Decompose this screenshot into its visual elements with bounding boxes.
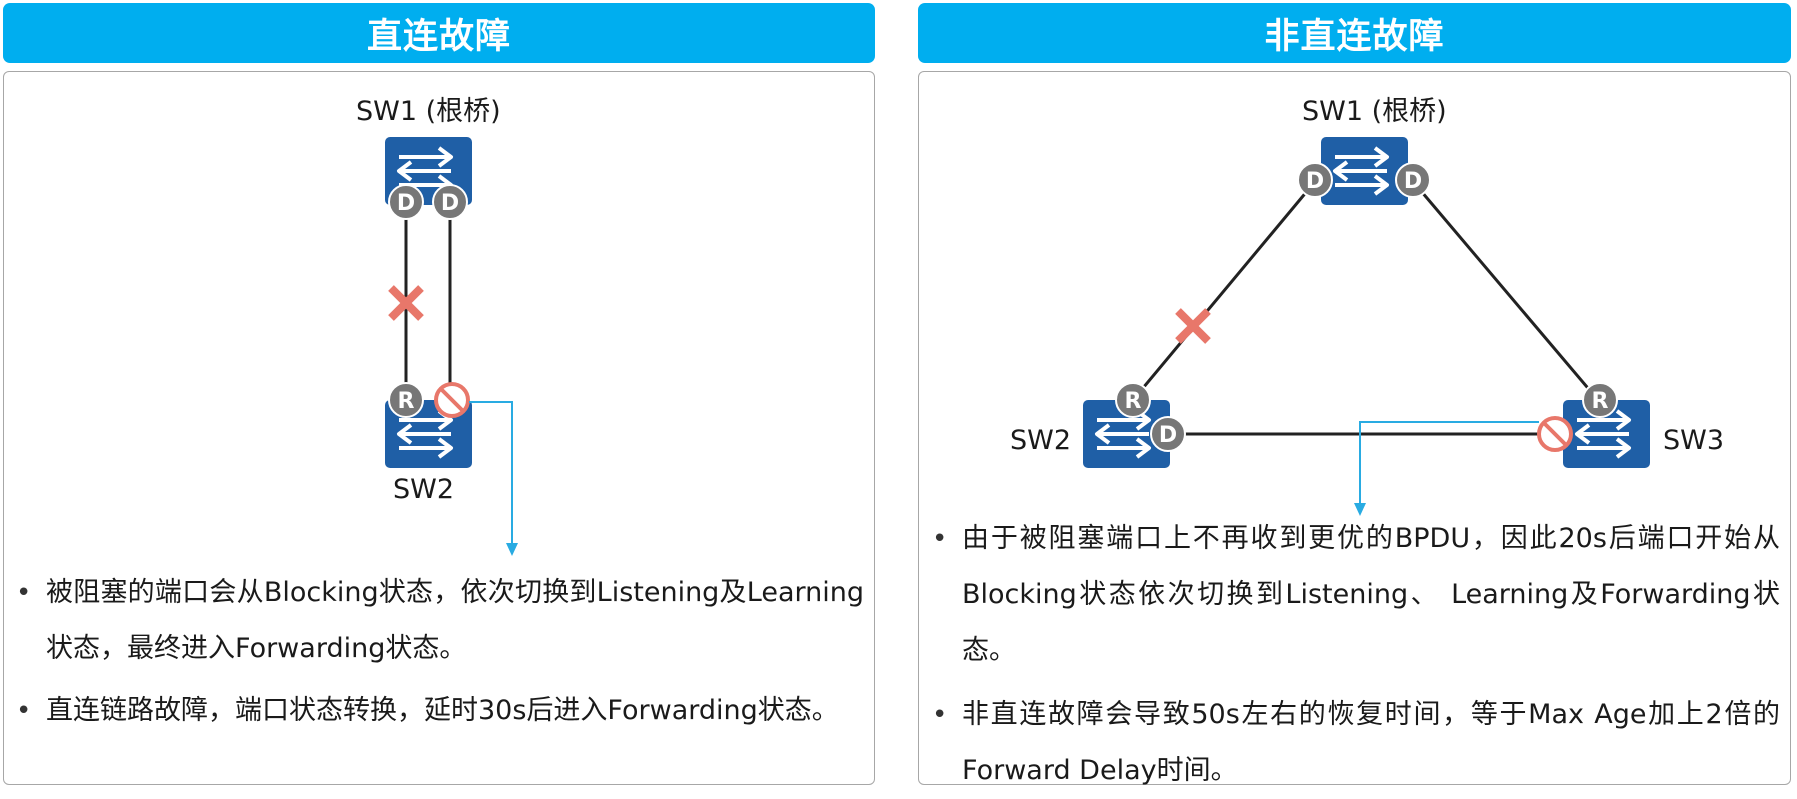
port-role-label: R <box>1125 389 1142 414</box>
port-role-label: D <box>1159 423 1177 448</box>
left-links <box>404 205 452 400</box>
right-blocked-port-icon <box>1537 416 1573 452</box>
bullet-icon: • <box>16 578 32 608</box>
left-panel-title: 直连故障 <box>3 3 875 63</box>
list-item: • 直连链路故障，端口状态转换，延时30s后进入Forwarding状态。 <box>12 683 864 739</box>
left-bullet-list: • 被阻塞的端口会从Blocking状态，依次切换到Listening及Lear… <box>12 565 864 739</box>
right-sw2-switch-icon <box>1083 400 1170 468</box>
right-links <box>1131 177 1600 436</box>
left-blocked-port-icon <box>434 382 470 418</box>
bullet-text: 非直连故障会导致50s左右的恢复时间，等于Max Age加上2倍的Forward… <box>962 699 1780 786</box>
right-panel-title: 非直连故障 <box>918 3 1791 63</box>
right-sw3-port-top: R <box>1582 382 1618 418</box>
left-callout-arrow <box>469 401 518 556</box>
right-bullet-list: • 由于被阻塞端口上不再收到更优的BPDU，因此20s后端口开始从Blockin… <box>928 511 1780 799</box>
right-sw2-port-top: R <box>1115 382 1151 418</box>
left-link-fault-icon <box>388 285 424 321</box>
bullet-icon: • <box>932 524 948 554</box>
left-sw1-port-b: D <box>432 184 468 220</box>
right-sw2-port-right: D <box>1150 416 1186 452</box>
left-sw2-port-a: R <box>388 382 424 418</box>
left-sw1-port-a: D <box>388 184 424 220</box>
bullet-text: 由于被阻塞端口上不再收到更优的BPDU，因此20s后端口开始从Blocking状… <box>962 523 1780 666</box>
right-sw1-switch-icon <box>1321 137 1408 205</box>
bullet-text: 被阻塞的端口会从Blocking状态，依次切换到Listening及Learni… <box>46 577 864 664</box>
right-sw1-port-right: D <box>1395 162 1431 198</box>
port-role-label: R <box>1592 389 1609 414</box>
bullet-icon: • <box>16 696 32 726</box>
port-role-label: R <box>398 389 415 414</box>
port-role-label: D <box>1306 169 1324 194</box>
right-sw3-switch-icon <box>1563 400 1650 468</box>
list-item: • 非直连故障会导致50s左右的恢复时间，等于Max Age加上2倍的Forwa… <box>928 687 1780 799</box>
right-sw3-label: SW3 <box>1663 425 1725 456</box>
port-role-label: D <box>441 191 459 216</box>
right-sw1-port-left: D <box>1297 162 1333 198</box>
left-sw2-label: SW2 <box>393 474 455 505</box>
port-role-label: D <box>397 191 415 216</box>
bullet-text: 直连链路故障，端口状态转换，延时30s后进入Forwarding状态。 <box>46 695 839 726</box>
right-sw1-label: SW1 (根桥) <box>1302 96 1447 127</box>
right-link-fault-icon <box>1175 308 1211 344</box>
list-item: • 由于被阻塞端口上不再收到更优的BPDU，因此20s后端口开始从Blockin… <box>928 511 1780 679</box>
port-role-label: D <box>1404 169 1422 194</box>
bullet-icon: • <box>932 700 948 730</box>
right-sw2-label: SW2 <box>1010 425 1072 456</box>
right-callout-arrow <box>1354 421 1539 516</box>
list-item: • 被阻塞的端口会从Blocking状态，依次切换到Listening及Lear… <box>12 565 864 677</box>
left-sw1-label: SW1 (根桥) <box>356 96 501 127</box>
